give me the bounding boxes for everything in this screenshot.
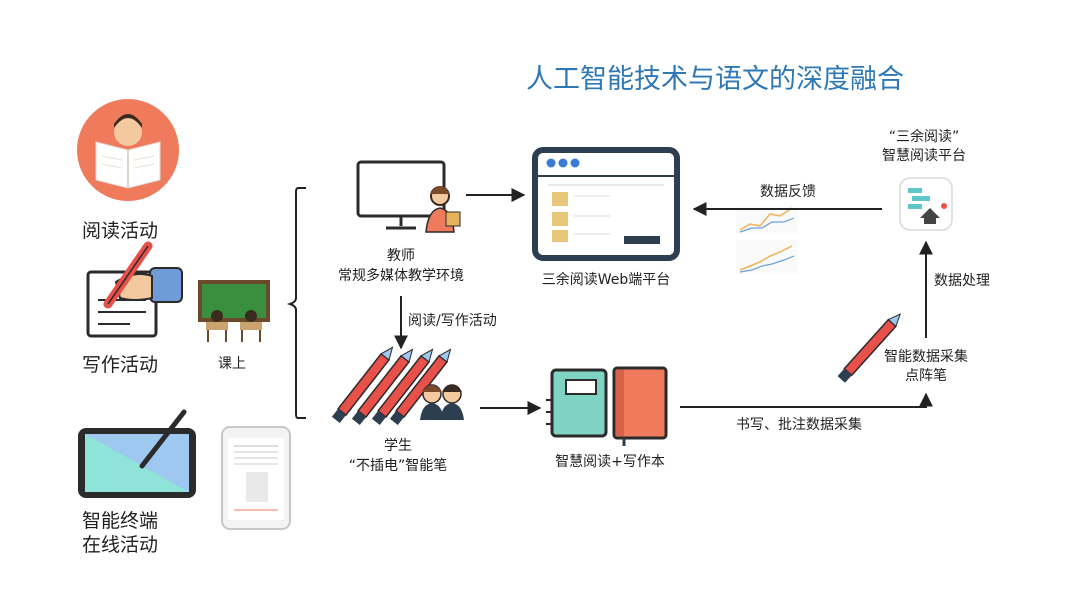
smart-platform-name: “三余阅读” (888, 129, 960, 145)
reading-activity-label: 阅读活动 (82, 220, 159, 242)
edge-label-reading-writing: 阅读/写作活动 (408, 313, 497, 329)
pen-collection-label: 智能数据采集 (884, 349, 968, 365)
edge-label-processing: 数据处理 (934, 273, 990, 289)
online-activity-label: 在线活动 (82, 534, 159, 556)
smart-platform-label: 智慧阅读平台 (882, 148, 966, 164)
smart-reading-app-icon (899, 177, 953, 231)
left-bracket (286, 187, 306, 419)
teacher-label: 教师 (387, 248, 415, 264)
teacher-environment-label: 常规多媒体教学环境 (338, 268, 464, 284)
edge-label-collection: 书写、批注数据采集 (736, 417, 862, 433)
web-platform-screen-icon (532, 147, 680, 261)
smart-pen-label: “不插电”智能笔 (348, 458, 448, 474)
arrow-notebook-to-pen (680, 392, 933, 408)
reading-activity-icon (77, 99, 179, 201)
smart-terminal-label: 智能终端 (82, 510, 159, 532)
phone-reading-app-icon (221, 426, 291, 530)
page-title: 人工智能技术与语文的深度融合 (526, 64, 904, 95)
smart-pens-icon (331, 346, 464, 425)
notebook-label: 智慧阅读+写作本 (555, 454, 665, 470)
data-chart-thumbnails (736, 206, 798, 274)
classroom-label: 课上 (218, 356, 246, 372)
tablet-stylus-icon (78, 409, 196, 498)
dot-matrix-pen-icon (837, 313, 902, 383)
notebook-icon (546, 366, 668, 446)
student-label: 学生 (384, 438, 412, 454)
monitor-teacher-icon (356, 160, 461, 233)
blackboard-icon (198, 280, 270, 342)
web-platform-label: 三余阅读Web端平台 (541, 272, 671, 288)
writing-activity-label: 写作活动 (82, 354, 159, 376)
writing-activity-icon (86, 241, 183, 338)
edge-label-feedback: 数据反馈 (760, 184, 816, 200)
dot-matrix-pen-label: 点阵笔 (905, 368, 947, 384)
